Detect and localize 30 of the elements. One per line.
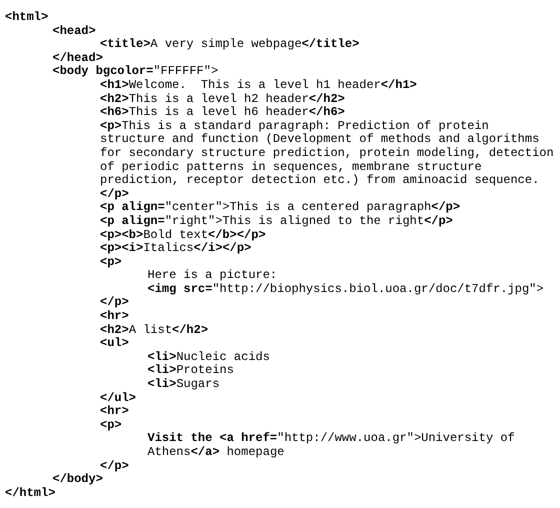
code-line: <body bgcolor="FFFFFF"> (52, 65, 218, 79)
code-line: <h1>Welcome. This is a level h1 header</h1> (100, 78, 417, 93)
code-line: <li>Nucleic acids (148, 350, 270, 364)
code-line: <head> (52, 24, 96, 38)
code-line: </p> (100, 460, 129, 473)
code-line: </html> (5, 486, 56, 500)
code-line: <p align="right">This is aligned to the right</p> (100, 214, 453, 228)
code-line: <title>A very simple webpage</title> (100, 38, 360, 52)
code-line: <img src="http://biophysics.biol.uoa.gr/doc/t7dfr.jpg"> (148, 282, 544, 296)
code-line: </head> (52, 52, 103, 65)
code-line: <ul> (100, 337, 129, 351)
code-line: <p> (100, 418, 122, 432)
code-line: </body> (52, 473, 103, 487)
code-line: </p> (100, 296, 129, 310)
code-line: <p> (100, 256, 122, 270)
code-line: <h2>A list</h2> (100, 324, 208, 337)
code-line: Visit the <a href="http://www.uoa.gr">University of Athens</a> homepage (148, 432, 516, 460)
code-line: <hr> (100, 405, 129, 419)
code-line: </ul> (100, 392, 136, 405)
code-line: <p align="center">This is a centered paragraph</p> (100, 201, 460, 215)
code-line: <hr> (100, 310, 129, 324)
code-line: <p>This is a standard paragraph: Prediction of protein structure and function (Development of methods and algorithms for secondary structure prediction, protein modeling, detection of periodic patterns in sequences, membrane structure prediction, receptor detection etc.) from aminoacid sequence.</p> (100, 120, 554, 201)
code-line: <h6>This is a level h6 header</h6> (100, 106, 345, 120)
code-line: <li>Proteins (148, 364, 234, 378)
code-line: Here is a picture: (148, 269, 278, 283)
code-line: <p><b>Bold text</b></p> (100, 228, 266, 242)
code-line: <p><i>Italics</i></p> (100, 242, 252, 256)
code-line: <html> (5, 11, 48, 25)
code-line: <h2>This is a level h2 header</h2> (100, 92, 345, 106)
code-line: <li>Sugars (148, 378, 220, 392)
